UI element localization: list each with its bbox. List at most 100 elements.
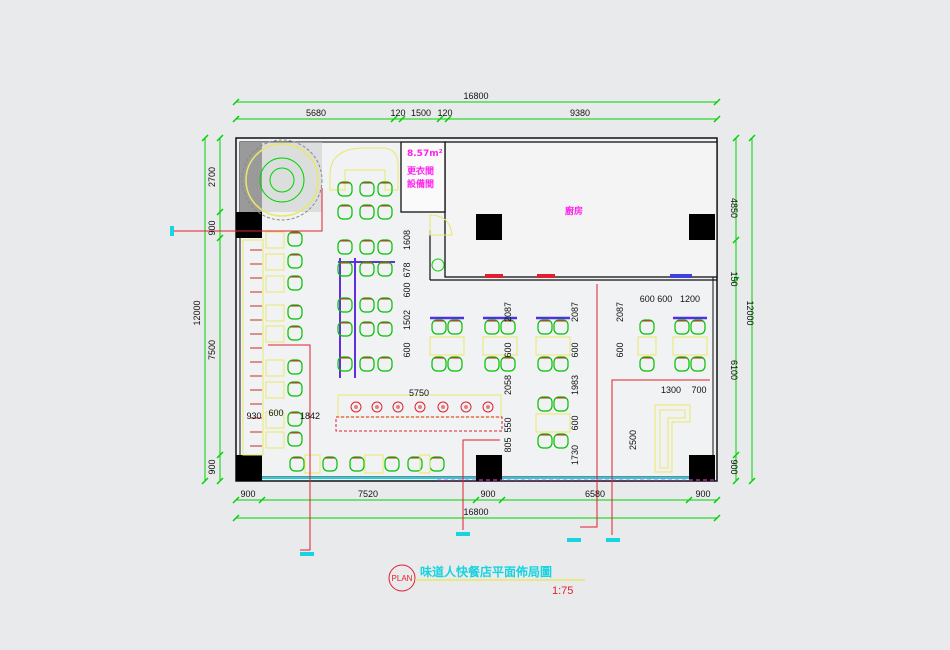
kitchen-room [444,141,718,278]
dimension-tick [216,134,224,142]
bar-stool-seat [354,405,358,409]
dim-top: 5680 [306,108,326,118]
dim-interior: 550 [503,417,513,432]
chair [553,356,569,372]
chair [377,239,393,255]
bar-stool-seat [396,405,400,409]
chair [377,321,393,337]
dim-interior: 1842 [300,411,320,421]
chair [337,297,353,313]
table [535,413,571,433]
bar-stool-seat [464,405,468,409]
dim-top: 120 [390,108,405,118]
furniture [242,147,708,474]
dimension-tick [472,496,480,504]
bar-stool [460,401,472,413]
chair [359,356,375,372]
dimension-tick [498,496,506,504]
structural-columns [236,212,715,481]
chair [377,356,393,372]
dimension-tick [232,98,240,106]
dim-interior: 600 [503,342,513,357]
dimension-tick [201,134,209,142]
table [419,454,431,474]
dim-right: 6100 [729,360,739,380]
bar-stool-seat [486,405,490,409]
dim-left: 2700 [207,167,217,187]
dim-interior: 1200 [680,294,700,304]
dim-bottom: 900 [240,489,255,499]
bar-stool [350,401,362,413]
dimension-tick [713,115,721,123]
chair [287,381,303,397]
chair [359,204,375,220]
table [265,359,285,377]
dim-left: 900 [207,220,217,235]
room-label-changing: 更衣間 [407,165,434,177]
dim-right: 150 [729,271,739,286]
chair [287,411,303,427]
table [304,454,321,474]
chair [377,261,393,277]
dim-left: 900 [207,459,217,474]
table [364,454,384,474]
chair [537,433,553,449]
chair [407,456,423,472]
annotation-leaders [170,188,717,556]
dim-top-total: 16800 [463,91,488,101]
chair [287,253,303,269]
area-label: 8.57m² [407,149,443,159]
chair [337,204,353,220]
dimension-tick [436,115,444,123]
chair [289,456,305,472]
dim-interior: 2058 [503,375,513,395]
dimension-tick [390,115,398,123]
chair [639,319,655,335]
drawing-scale: 1:75 [552,585,573,597]
chair [690,319,706,335]
chair [690,356,706,372]
chair [359,297,375,313]
dimension-tick [685,496,693,504]
chair [377,204,393,220]
chair [359,181,375,197]
table [265,275,285,293]
dim-interior: 600 [570,342,580,357]
dim-right: 4850 [729,198,739,218]
dimension-tick [732,134,740,142]
chair [359,261,375,277]
bar-stool [371,401,383,413]
chair [337,181,353,197]
dimension-tick [216,451,224,459]
table [265,431,285,449]
title-block: PLAN 味道人快餐店平面佈局圖 1:75 [388,564,585,597]
dimension-tick [398,115,406,123]
dim-top: 1500 [411,108,431,118]
chair [322,456,338,472]
dim-interior: 2087 [570,302,580,322]
chair [553,396,569,412]
chair [431,319,447,335]
dim-interior: 600 [402,282,412,297]
chair [337,321,353,337]
dim-interior: 1730 [570,445,580,465]
room-label-equipment: 設備間 [407,178,434,190]
chair [674,356,690,372]
chair [287,359,303,375]
dim-interior: 600 [615,342,625,357]
dimension-tick [748,134,756,142]
dimension-tick [216,477,224,485]
drawing-title: 味道人快餐店平面佈局圖 [420,564,552,579]
dim-interior: 1608 [402,230,412,250]
table [265,304,285,322]
dim-right: 900 [729,459,739,474]
chair [553,319,569,335]
bar-stool [437,401,449,413]
chair [537,356,553,372]
dimension-tick [258,496,266,504]
chair [500,319,516,335]
chair [484,319,500,335]
table [265,231,285,249]
chair [384,456,400,472]
